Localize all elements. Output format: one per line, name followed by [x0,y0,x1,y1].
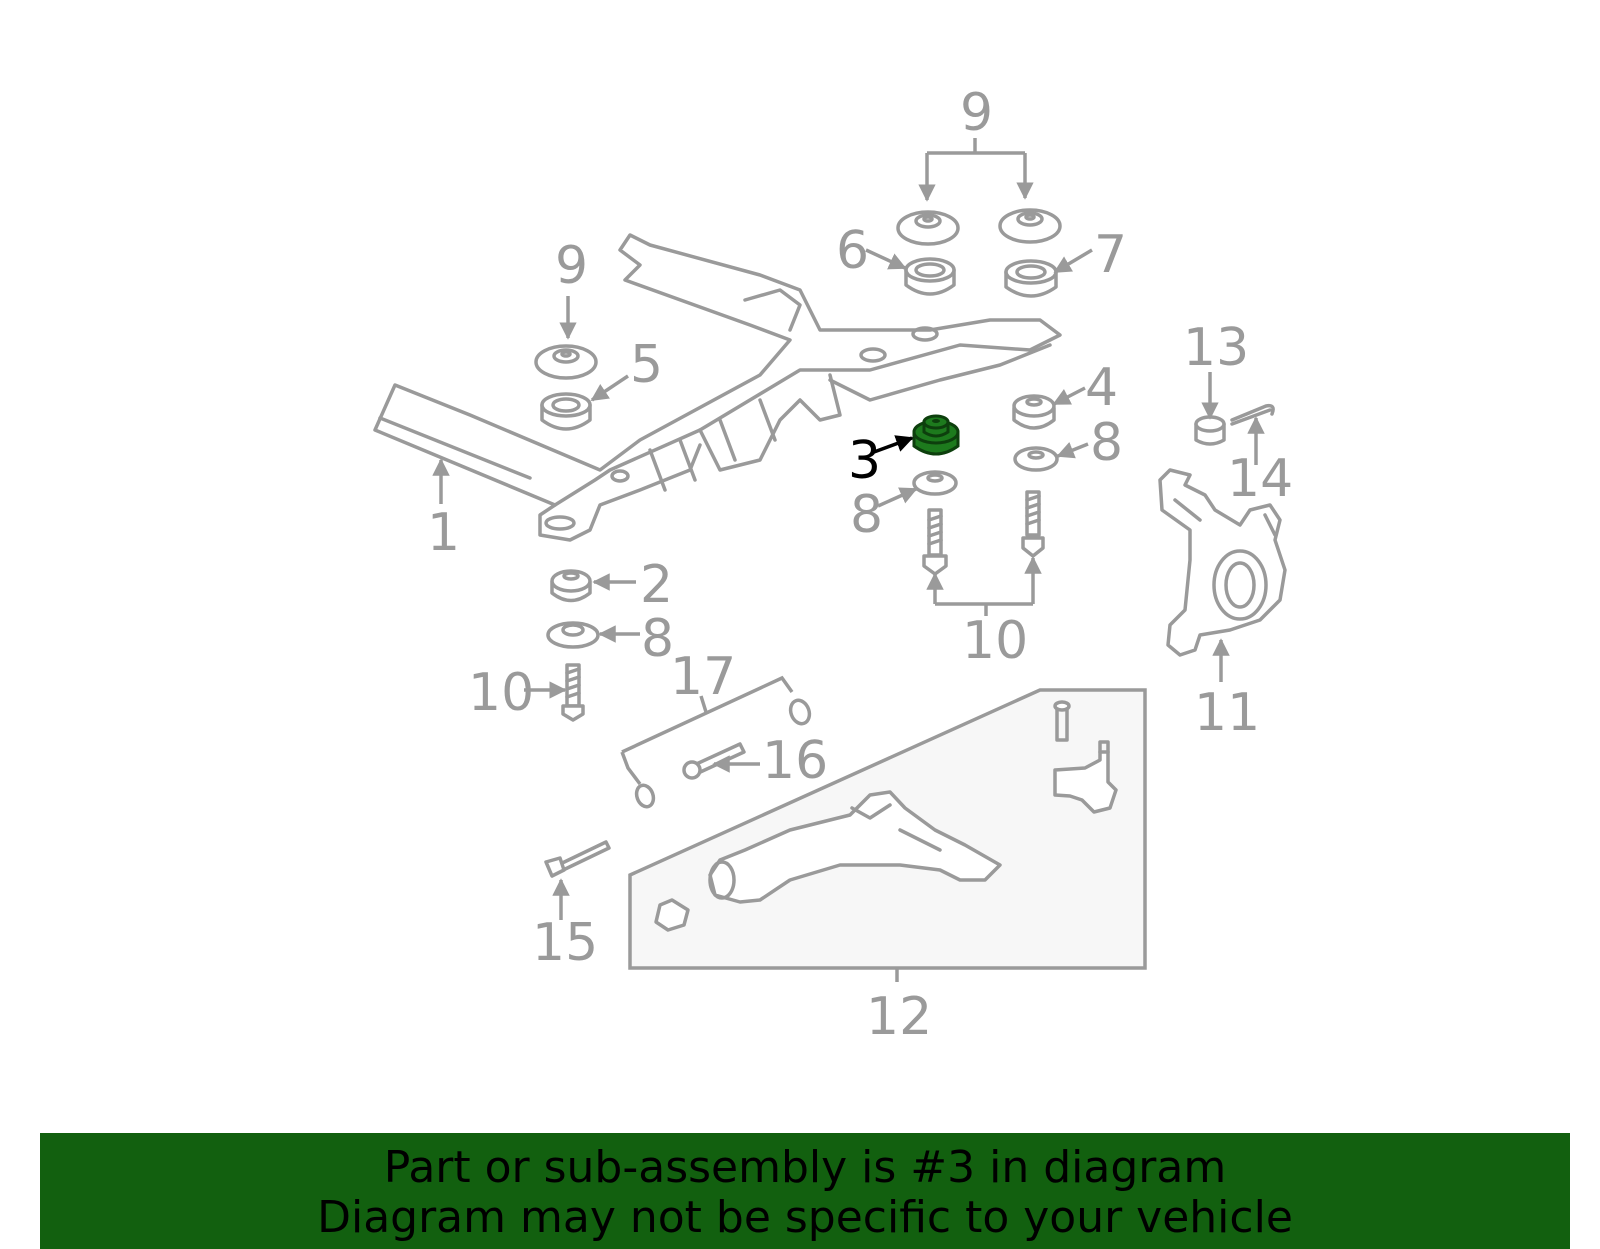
mount-cushion-top-right [998,208,1062,244]
mount-insulator-7 [1004,259,1058,298]
cotter-pin-14 [1230,403,1275,426]
callout-9-left: 9 [555,236,588,296]
mount-insulator-4 [1012,394,1056,430]
callout-7: 7 [1094,225,1127,285]
info-banner: Part or sub-assembly is #3 in diagram Di… [40,1133,1570,1249]
callout-4: 4 [1085,358,1118,418]
mount-cushion-left [534,344,598,380]
callout-6: 6 [836,221,869,281]
callout-2: 2 [640,555,673,615]
crossmember-frame [373,233,1062,542]
control-arm-kit-12 [628,688,1147,970]
callout-3: 3 [848,431,881,491]
callout-13: 13 [1183,318,1249,378]
callout-10-center: 10 [962,611,1028,671]
banner-line-part: Part or sub-assembly is #3 in diagram [383,1142,1227,1193]
bolt-10-center [922,508,948,576]
callout-8-right: 8 [1090,413,1123,473]
bolt-10-left [561,663,585,722]
callout-9-top: 9 [960,83,993,143]
callout-17: 17 [670,647,736,707]
callout-15: 15 [532,913,598,973]
nut-13 [1194,415,1226,446]
mount-insulator-2 [550,569,592,603]
highlighted-part-3 [912,414,960,456]
callout-10-left: 10 [468,663,534,723]
mount-insulator-left [540,392,592,431]
retaining-ring-17 [634,698,812,809]
bolt-16 [682,742,746,780]
leader-lines [432,138,1265,982]
mount-cushion-top-left [896,210,960,246]
callout-16: 16 [762,731,828,791]
bolt-10-right [1021,490,1045,558]
callout-11: 11 [1194,683,1260,743]
bolt-15 [544,840,611,878]
callout-8-center: 8 [850,485,883,545]
steering-knuckle-11 [1158,468,1287,657]
retainer-8-left [546,621,600,649]
callout-labels: 9 9 6 7 5 4 3 8 8 13 14 1 2 8 10 10 11 1… [427,83,1293,1047]
mount-insulator-6 [904,257,956,296]
callout-5: 5 [630,335,663,395]
callout-8-left: 8 [641,609,674,669]
callout-12: 12 [866,987,932,1047]
banner-line-disclaimer: Diagram may not be specific to your vehi… [317,1192,1293,1243]
retainer-8-right [1013,446,1059,472]
callout-1: 1 [427,503,460,563]
callout-14: 14 [1227,449,1293,509]
retainer-8-center [912,470,958,496]
